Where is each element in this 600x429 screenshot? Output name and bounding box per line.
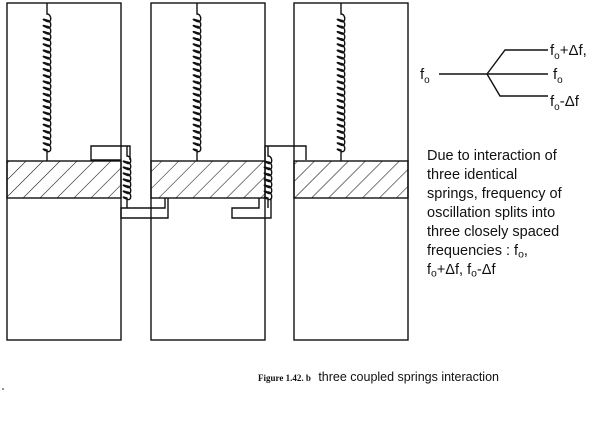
- description-line-2: three identical: [427, 167, 518, 183]
- stray-mark: [2, 388, 4, 390]
- right-coupling: [231, 145, 307, 219]
- right-coupling-top-bracket: [264, 145, 307, 160]
- spring-coil: [192, 3, 202, 161]
- right-coupling-bottom-bracket: [231, 198, 272, 219]
- branch-root-label: fo: [420, 66, 430, 86]
- description-line-6: frequencies : fo,: [427, 243, 528, 261]
- left-coupling-bottom-bracket: [120, 198, 169, 219]
- right-main-spring: [336, 3, 346, 161]
- description-line-7: fo+Δf, fo-Δf: [427, 262, 496, 280]
- branch-upper-line: [486, 49, 548, 75]
- spring-coil: [336, 3, 346, 161]
- spring-coil: [42, 3, 52, 161]
- description-line-5: three closely spaced: [427, 224, 560, 240]
- frequency-branch: fo fo+Δf, fo fo-Δf: [420, 42, 587, 113]
- description-text: Due to interaction of three identical sp…: [427, 147, 597, 280]
- left-coupling: [90, 145, 169, 219]
- center-mass: [150, 160, 266, 199]
- branch-upper-label: fo+Δf,: [550, 42, 587, 62]
- description-line-4: oscillation splits into: [427, 205, 556, 221]
- right-coupling-spring: [263, 146, 273, 208]
- left-coupling-spring: [122, 146, 132, 208]
- left-main-spring: [42, 3, 52, 161]
- center-main-spring: [192, 3, 202, 161]
- branch-lower-line: [486, 73, 548, 97]
- caption-text: three coupled springs interaction: [318, 370, 499, 384]
- left-coupling-top-bracket: [90, 145, 131, 161]
- figure-caption: Figure 1.42. b three coupled springs int…: [258, 370, 499, 384]
- figure-number: Figure 1.42. b: [258, 373, 311, 383]
- description-line-1: Due to interaction of: [427, 148, 557, 164]
- left-mass: [6, 160, 122, 199]
- spring-coil: [122, 146, 132, 208]
- right-mass: [293, 160, 409, 199]
- description-line-3: springs, frequency of: [427, 186, 562, 202]
- branch-lower-label: fo-Δf: [550, 93, 580, 113]
- spring-coil: [263, 146, 273, 208]
- branch-middle-label: fo: [553, 66, 563, 86]
